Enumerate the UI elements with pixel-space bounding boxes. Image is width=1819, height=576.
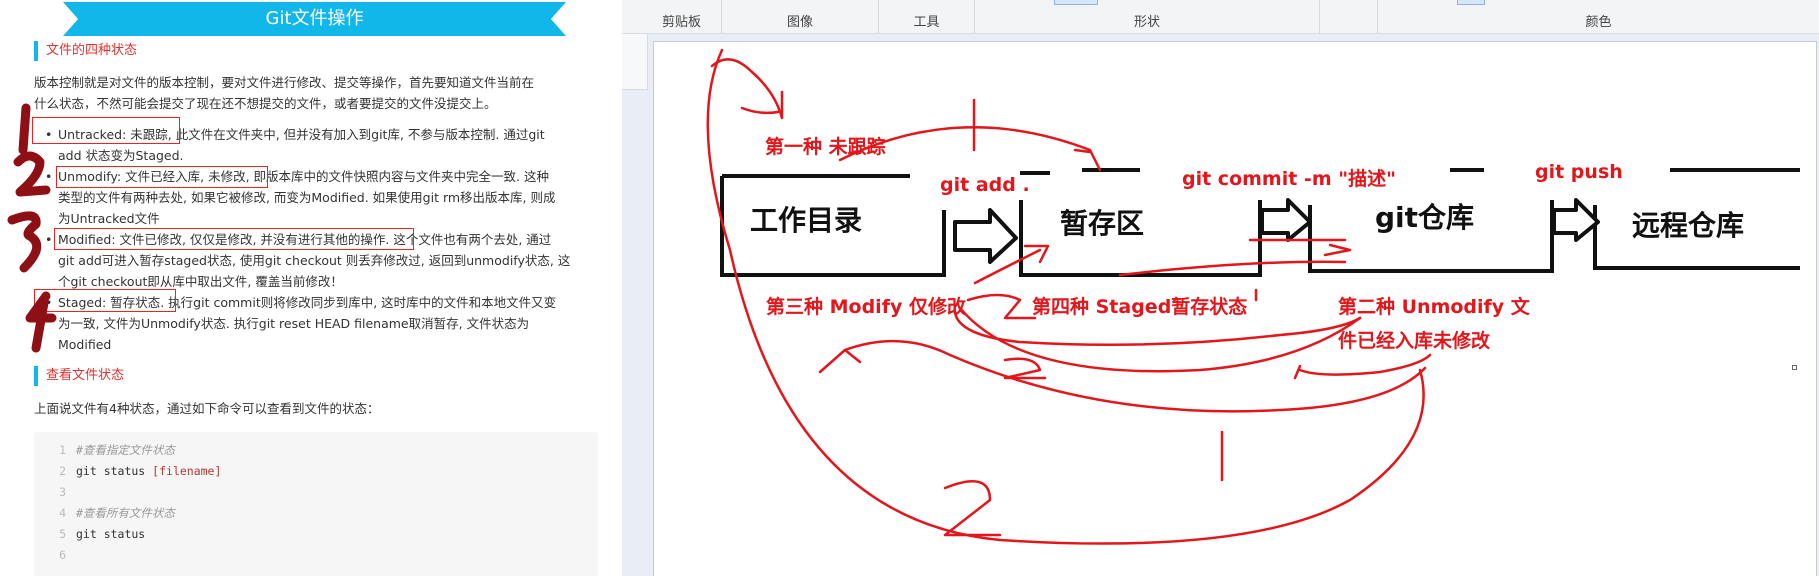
code-command: git status: [76, 464, 153, 478]
ribbon-group-label: 剪贴板: [661, 15, 701, 30]
code-argument: [filename]: [152, 464, 222, 478]
intro-paragraph: 版本控制就是对文件的版本控制，要对文件进行修改、提交等操作，首先要知道文件当前在…: [34, 72, 594, 114]
article-title: Git文件操作: [63, 2, 566, 36]
arrow-commit: [1260, 198, 1312, 242]
list-item-unmodify: • Unmodify: 文件已经入库, 未修改, 即版本库中的文件快照内容与文件…: [45, 166, 598, 229]
stroke-modify-loop: [953, 303, 1362, 347]
handwritten-number-1: [18, 103, 31, 155]
list-line: 个git checkout即从库中取出文件, 覆盖当前修改！: [58, 274, 343, 289]
label-fourth-state: 第四种 Staged暂存状态: [1032, 295, 1247, 318]
line-number: 6: [59, 548, 66, 562]
label-third-state: 第三种 Modify 仅修改: [766, 295, 967, 318]
list-line: Unmodify: 文件已经入库, 未修改, 即版本库中的文件快照内容与文件夹中…: [58, 169, 549, 184]
handwritten-number-2: [13, 151, 51, 197]
list-line: git add可进入暂存staged状态, 使用git checkout 则丢弃…: [58, 253, 571, 268]
box-repo: [1308, 168, 1554, 273]
code-line: 4 #查看所有文件状态: [34, 503, 175, 524]
code-command: git status: [76, 527, 146, 541]
label-second-state-line1: 第二种 Unmodify 文: [1338, 295, 1531, 318]
stroke-mid-loop: [966, 293, 1037, 320]
section-heading-view-status: 查看文件状态: [34, 366, 124, 386]
line-number: 1: [59, 443, 66, 457]
ribbon-group-label: 工具: [913, 15, 940, 30]
line-number: 3: [59, 485, 66, 499]
bullet-marker: •: [45, 127, 53, 142]
ribbon-group-size[interactable]: [1320, 0, 1378, 34]
line-number: 4: [59, 506, 66, 520]
list-line: 类型的文件有两种去处, 如果它被修改, 而变为Modified. 如果使用git…: [58, 190, 556, 205]
label-git-repo: git仓库: [1375, 201, 1474, 234]
code-line: 1 #查看指定文件状态: [34, 440, 175, 461]
canvas-resize-handle[interactable]: [1792, 365, 1797, 370]
ribbon-group-label: 形状: [1133, 15, 1160, 30]
ribbon-group-tools[interactable]: 工具: [879, 0, 975, 34]
label-working-dir: 工作目录: [750, 204, 862, 237]
list-line: Staged: 暂存状态. 执行git commit则将修改同步到库中, 这时库…: [58, 295, 557, 310]
list-line: add 状态变为Staged.: [58, 148, 184, 163]
list-line: Modified: 文件已修改, 仅仅是修改, 并没有进行其他的操作. 这个文件…: [58, 232, 552, 247]
section2-description: 上面说文件有4种状态，通过如下命令可以查看到文件的状态：: [34, 401, 380, 416]
bullet-marker: •: [45, 232, 53, 247]
code-comment: #查看所有文件状态: [76, 506, 175, 520]
label-remote-repo: 远程仓库: [1632, 209, 1744, 242]
bullet-marker: •: [45, 295, 53, 310]
ribbon-group-clipboard[interactable]: 剪贴板: [642, 0, 722, 34]
stroke-first-arc: [838, 126, 1102, 172]
list-line: 为一致, 文件为Unmodify状态. 执行git reset HEAD fil…: [58, 316, 530, 331]
label-second-state-line2: 件已经入库未修改: [1338, 329, 1491, 352]
label-git-push: git push: [1535, 161, 1623, 183]
arrow-push: [1552, 198, 1600, 242]
label-git-add: git add .: [940, 174, 1030, 196]
list-line: Modified: [58, 337, 112, 352]
stroke-right-arc: [1298, 353, 1432, 376]
diagram-red-labels: 第一种 未跟踪 git add . git commit -m "描述" git…: [765, 135, 1623, 352]
paint-window: 剪贴板 图像 工具 形状 颜色: [622, 0, 1819, 576]
label-git-commit: git commit -m "描述": [1182, 167, 1396, 190]
stroke-big-loop: [706, 48, 1425, 545]
code-line: 6: [34, 545, 76, 566]
ribbon-group-shapes[interactable]: 形状: [975, 0, 1320, 34]
ribbon-group-label: 颜色: [1585, 15, 1612, 30]
outline-dropdown[interactable]: [1054, 0, 1098, 5]
box-staging: [1019, 168, 1262, 277]
diagram-box-labels: 工作目录 暂存区 git仓库 远程仓库: [750, 201, 1744, 242]
line-number: 2: [59, 464, 66, 478]
ribbon-toolbar: 剪贴板 图像 工具 形状 颜色: [622, 0, 1819, 34]
ribbon-group-colors[interactable]: 颜色: [1378, 0, 1819, 34]
ribbon-side-strip: [622, 34, 648, 90]
diagram-freehand-strokes: [706, 48, 1432, 545]
list-item-staged: • Staged: 暂存状态. 执行git commit则将修改同步到库中, 这…: [45, 292, 598, 355]
label-staging: 暂存区: [1060, 207, 1144, 240]
line-number: 5: [59, 527, 66, 541]
stroke-lower-2: [1003, 357, 1047, 380]
code-block: 1 #查看指定文件状态 2 git status [filename] 3 4 #查看…: [34, 432, 598, 576]
ribbon-group-label: 图像: [786, 15, 813, 30]
code-line: 2 git status [filename]: [34, 461, 221, 482]
section-heading-file-states: 文件的四种状态: [34, 41, 137, 61]
list-item-modified: • Modified: 文件已修改, 仅仅是修改, 并没有进行其他的操作. 这个…: [45, 229, 598, 292]
handwritten-number-4: [25, 291, 57, 353]
intro-line: 什么状态，不然可能会提交了现在还不想提交的文件，或者要提交的文件没提交上。: [34, 96, 497, 111]
diagram-arrows: [953, 198, 1600, 264]
code-comment: #查看指定文件状态: [76, 443, 175, 457]
stroke-bottom-2: [943, 480, 1002, 537]
intro-line: 版本控制就是对文件的版本控制，要对文件进行修改、提交等操作，首先要知道文件当前在: [34, 75, 535, 90]
stroke-commit-arrow: [1118, 238, 1352, 277]
handwritten-number-3: [7, 211, 42, 273]
article-panel: Git文件操作 文件的四种状态 版本控制就是对文件的版本控制，要对文件进行修改、…: [0, 0, 622, 576]
arrow-add: [953, 208, 1018, 264]
code-line: 3: [34, 482, 76, 503]
stroke-reset-arc: [818, 339, 1427, 413]
code-line: 5 git status: [34, 524, 145, 545]
color1-swatch[interactable]: [1457, 0, 1485, 5]
drawing-canvas[interactable]: [654, 42, 1816, 576]
list-line: 为Untracked文件: [58, 211, 160, 226]
bullet-marker: •: [45, 169, 53, 184]
stroke-checkout-arc: [958, 306, 1362, 380]
handwritten-numbers: [7, 103, 57, 353]
stroke-add-arrow: [973, 244, 1050, 285]
stroke-loop-top: [710, 58, 784, 120]
ribbon-group-image[interactable]: 图像: [722, 0, 879, 34]
